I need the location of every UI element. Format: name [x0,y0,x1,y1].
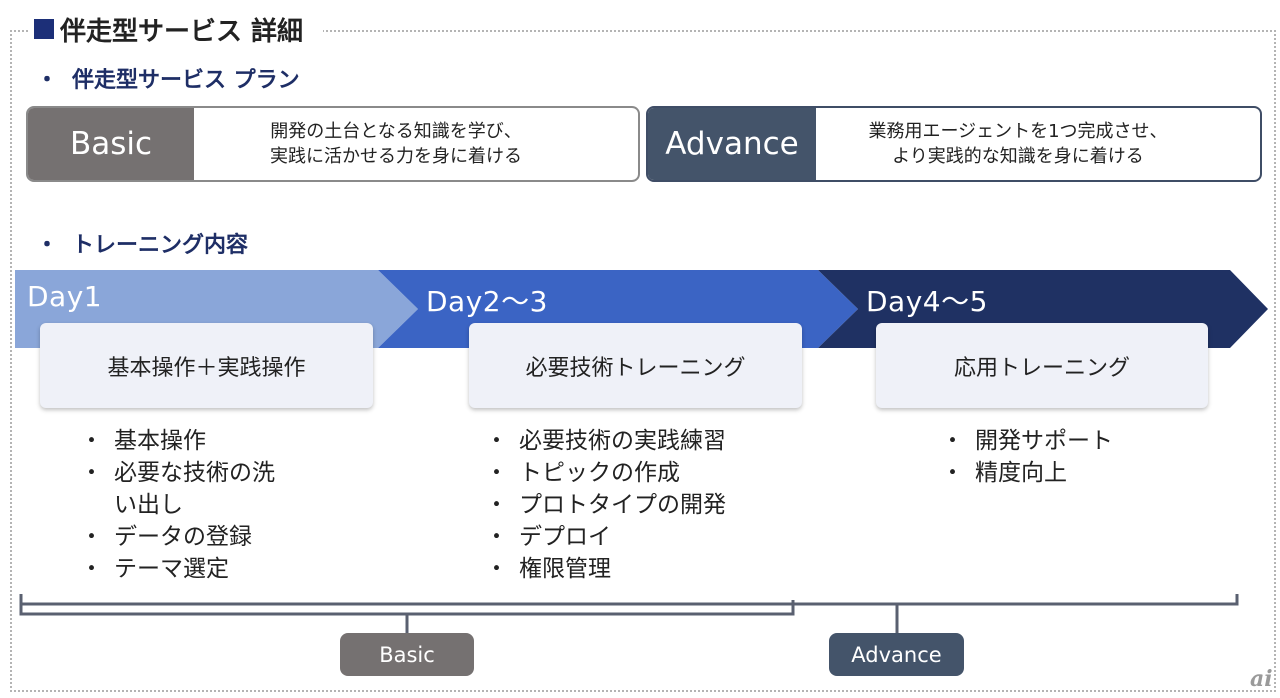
list-item: ・必要技術の実践練習 [485,428,726,454]
plan-card-advance: Advance 業務用エージェントを1つ完成させ、 より実践的な知識を身に着ける [646,106,1262,182]
list-item: ・デプロイ [485,524,611,550]
publisher-logo: ai [1250,666,1273,692]
plan-card-basic: Basic 開発の土台となる知識を学び、 実践に活かせる力を身に着ける [26,106,640,182]
plan-name-advance: Advance [648,108,816,180]
section-bullet-icon: ・ [36,68,59,93]
plan-desc-basic-line2: 実践に活かせる力を身に着ける [270,146,522,167]
plan-section-heading-text: 伴走型サービス プラン [72,68,300,93]
plan-section-heading: ・伴走型サービス プラン [36,62,300,94]
list-item: ・テーマ選定 [80,556,229,582]
list-item: ・必要な技術の洗 い出し [80,460,275,518]
plan-name-basic: Basic [28,108,194,180]
list-item: ・データの登録 [80,524,252,550]
phase-items-1: ・基本操作 ・必要な技術の洗 い出し ・データの登録 ・テーマ選定 [80,425,320,585]
plan-desc-basic: 開発の土台となる知識を学び、 実践に活かせる力を身に着ける [194,108,638,180]
training-section-heading-text: トレーニング内容 [72,233,249,258]
scope-tag-advance: Advance [829,633,964,676]
phase-day-label-3: Day4～5 [866,285,988,318]
plan-desc-basic-line1: 開発の土台となる知識を学び、 [270,121,522,142]
slide-frame [10,30,1276,692]
phase-items-3: ・開発サポート ・精度向上 [941,425,1201,489]
phase-day-label-2: Day2～3 [426,285,548,318]
phase-topic-3: 応用トレーニング [876,323,1208,408]
list-item: ・基本操作 [80,428,206,454]
page-title: 伴走型サービス 詳細 [30,12,324,47]
phase-topic-2: 必要技術トレーニング [469,323,802,408]
list-item: ・プロトタイプの開発 [485,492,726,518]
title-square-icon [34,19,54,39]
list-item: ・開発サポート [941,428,1113,454]
plan-desc-advance-line1: 業務用エージェントを1つ完成させ、 [868,121,1168,142]
list-item: ・権限管理 [485,556,611,582]
phase-day-label-1: Day1 [27,280,103,313]
section-bullet-icon: ・ [36,233,59,258]
list-item: ・トピックの作成 [485,460,680,486]
phase-topic-1: 基本操作＋実践操作 [40,323,373,408]
list-item: ・精度向上 [941,460,1067,486]
plan-desc-advance-line2: より実践的な知識を身に着ける [892,146,1144,167]
scope-tag-basic: Basic [340,633,474,676]
plan-desc-advance: 業務用エージェントを1つ完成させ、 より実践的な知識を身に着ける [816,108,1260,180]
page-title-text: 伴走型サービス 詳細 [60,16,304,47]
scope-bracket-advance [21,594,1239,606]
training-section-heading: ・トレーニング内容 [36,227,248,259]
phase-items-2: ・必要技術の実践練習 ・トピックの作成 ・プロトタイプの開発 ・デプロイ ・権限… [485,425,785,585]
